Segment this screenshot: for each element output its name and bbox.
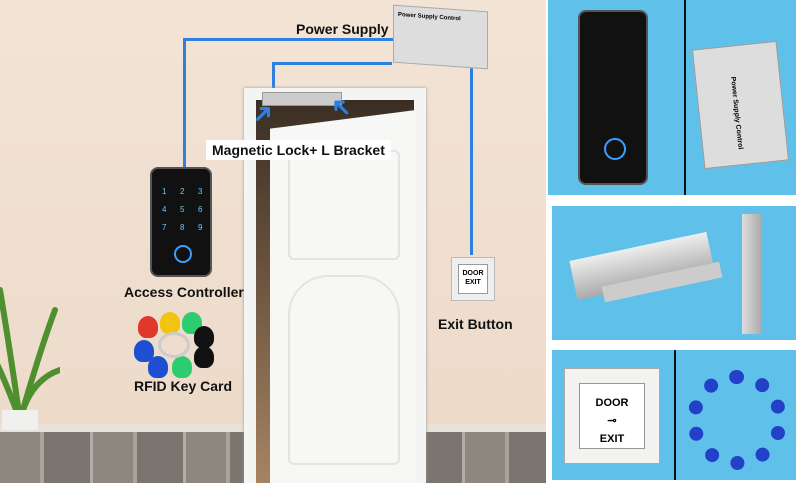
exit-button: DOOR EXIT: [451, 257, 495, 301]
rfid-tags-product: [687, 370, 787, 470]
power-supply-label: Power Supply: [296, 21, 389, 37]
magnetic-lock: [262, 92, 342, 106]
access-controller-keypad: 1 2 3 4 5 6 7 8 9: [150, 167, 212, 277]
power-supply-product: Power Supply Control: [691, 40, 790, 170]
exit-face-door: DOOR: [462, 270, 484, 277]
rfid-tags: [134, 312, 214, 378]
product-panel-keypad-power: Power Supply Control: [548, 0, 796, 195]
key: 5: [180, 205, 185, 214]
wire: [272, 62, 275, 92]
exit-face-exit: EXIT: [465, 279, 481, 286]
wire: [272, 62, 392, 65]
key: 6: [198, 205, 203, 214]
magnetic-lock-label: Magnetic Lock+ L Bracket: [206, 140, 391, 160]
rfid-key-card-label: RFID Key Card: [134, 378, 233, 394]
power-supply-unit: Power Supply Control: [393, 4, 488, 70]
keypad-product: [578, 10, 648, 185]
key: 7: [162, 223, 167, 232]
power-supply-product-title: Power Supply Control: [729, 76, 744, 150]
door-frame: [244, 88, 426, 483]
key: 8: [180, 223, 185, 232]
product-panel-exit-rfid: DOOR ⊸ EXIT: [552, 350, 796, 480]
plant-icon: [0, 230, 63, 430]
exit-button-label: Exit Button: [438, 316, 513, 332]
exit-button-product: DOOR ⊸ EXIT: [564, 368, 660, 464]
exit-face-exit: EXIT: [599, 433, 625, 445]
fingerprint-icon: [604, 138, 626, 160]
product-panel-maglock: [552, 206, 796, 340]
wire: [183, 38, 393, 41]
open-door: [270, 110, 416, 483]
key: 9: [198, 223, 203, 232]
exit-face-door: DOOR: [595, 397, 629, 409]
wire: [183, 38, 186, 168]
key: 1: [162, 187, 167, 196]
installation-scene: Power Supply Control Power Supply ➜ ➜ Ma…: [0, 0, 546, 483]
l-bracket-product: [742, 214, 762, 334]
key: 4: [162, 205, 167, 214]
power-supply-unit-title: Power Supply Control: [398, 12, 461, 23]
key: 3: [198, 187, 203, 196]
wire: [470, 65, 473, 255]
fingerprint-icon: [174, 245, 192, 263]
access-controller-label: Access Controller: [124, 284, 244, 300]
key: 2: [180, 187, 185, 196]
key-icon: ⊸: [607, 415, 617, 427]
